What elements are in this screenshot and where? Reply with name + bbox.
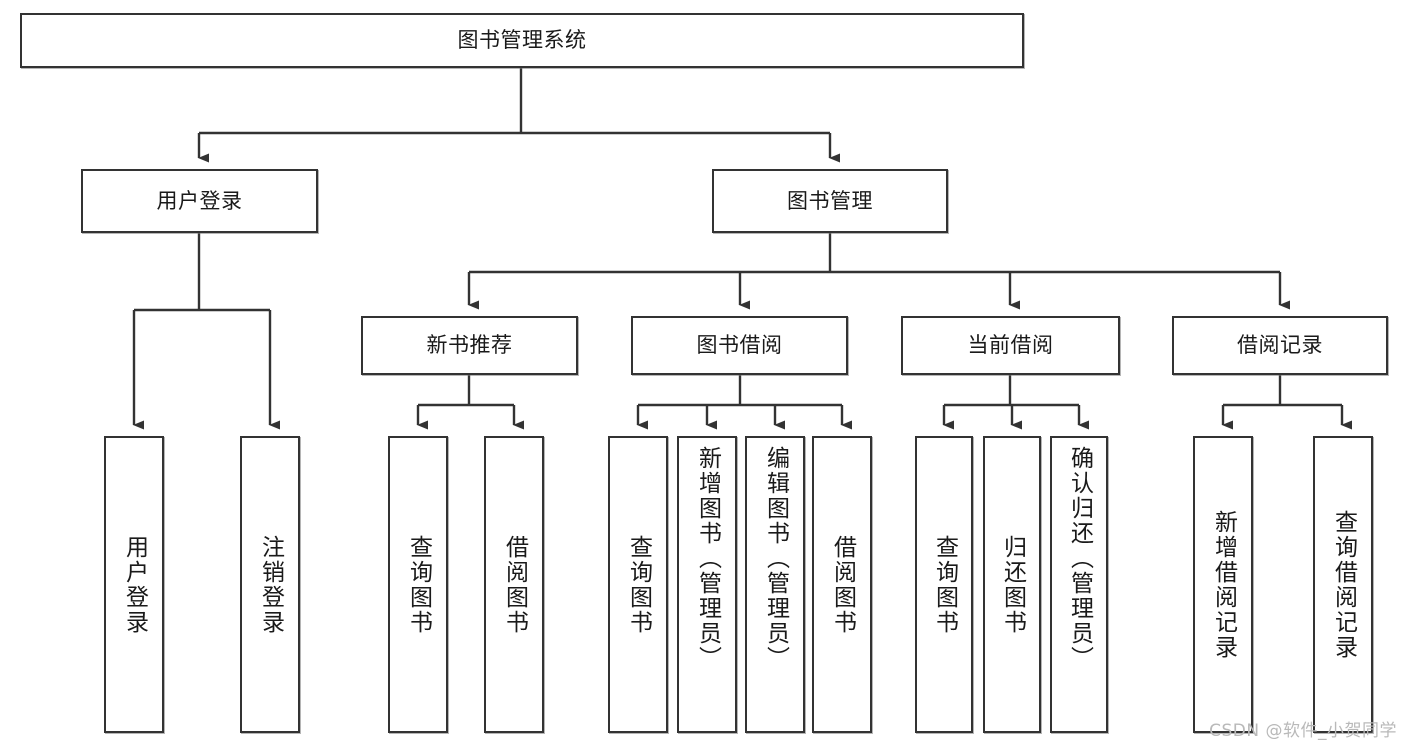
node-new-book-recommend[interactable]: 新书推荐 xyxy=(361,316,578,375)
node-leaf-borrow-book-2-label: 借阅图书 xyxy=(829,534,856,635)
node-leaf-query-borrow-record-label: 查询借阅记录 xyxy=(1330,509,1357,660)
node-leaf-edit-book-admin-label: 编辑图书（管理员） xyxy=(762,446,789,671)
node-leaf-logout[interactable]: 注销登录 xyxy=(240,436,300,733)
node-borrow-records-label: 借阅记录 xyxy=(1237,333,1323,358)
node-user-login[interactable]: 用户登录 xyxy=(81,169,318,233)
node-book-management[interactable]: 图书管理 xyxy=(712,169,948,233)
node-leaf-query-book-2[interactable]: 查询图书 xyxy=(608,436,668,733)
node-current-borrow-label: 当前借阅 xyxy=(967,333,1054,358)
node-leaf-query-book-3-label: 查询图书 xyxy=(931,534,958,635)
node-leaf-query-borrow-record[interactable]: 查询借阅记录 xyxy=(1313,436,1373,733)
node-root[interactable]: 图书管理系统 xyxy=(20,13,1024,68)
node-leaf-confirm-return-admin-label: 确认归还（管理员） xyxy=(1066,446,1093,671)
node-leaf-return-book[interactable]: 归还图书 xyxy=(983,436,1041,733)
node-leaf-add-book-admin-label: 新增图书（管理员） xyxy=(694,446,721,671)
node-user-login-label: 用户登录 xyxy=(156,188,243,213)
node-leaf-user-login-label: 用户登录 xyxy=(121,534,148,635)
node-root-label: 图书管理系统 xyxy=(457,28,587,53)
node-leaf-borrow-book-1[interactable]: 借阅图书 xyxy=(484,436,544,733)
node-leaf-query-book-1-label: 查询图书 xyxy=(405,534,432,635)
node-leaf-borrow-book-1-label: 借阅图书 xyxy=(501,534,528,635)
node-new-book-recommend-label: 新书推荐 xyxy=(426,333,513,358)
node-leaf-query-book-1[interactable]: 查询图书 xyxy=(388,436,448,733)
node-book-borrow-label: 图书借阅 xyxy=(696,333,783,358)
node-current-borrow[interactable]: 当前借阅 xyxy=(901,316,1120,375)
node-leaf-confirm-return-admin[interactable]: 确认归还（管理员） xyxy=(1050,436,1108,733)
node-leaf-query-book-2-label: 查询图书 xyxy=(625,534,652,635)
watermark-text: CSDN @软件_小贺同学 xyxy=(1209,721,1397,741)
node-leaf-user-login[interactable]: 用户登录 xyxy=(104,436,164,733)
node-leaf-return-book-label: 归还图书 xyxy=(999,534,1026,635)
node-book-borrow[interactable]: 图书借阅 xyxy=(631,316,848,375)
node-book-management-label: 图书管理 xyxy=(787,188,873,213)
node-leaf-edit-book-admin[interactable]: 编辑图书（管理员） xyxy=(745,436,805,733)
node-leaf-query-book-3[interactable]: 查询图书 xyxy=(915,436,973,733)
node-leaf-borrow-book-2[interactable]: 借阅图书 xyxy=(812,436,872,733)
node-borrow-records[interactable]: 借阅记录 xyxy=(1172,316,1388,375)
node-leaf-add-borrow-record[interactable]: 新增借阅记录 xyxy=(1193,436,1253,733)
node-leaf-add-borrow-record-label: 新增借阅记录 xyxy=(1210,509,1237,660)
node-leaf-add-book-admin[interactable]: 新增图书（管理员） xyxy=(677,436,737,733)
node-leaf-logout-label: 注销登录 xyxy=(257,534,284,635)
